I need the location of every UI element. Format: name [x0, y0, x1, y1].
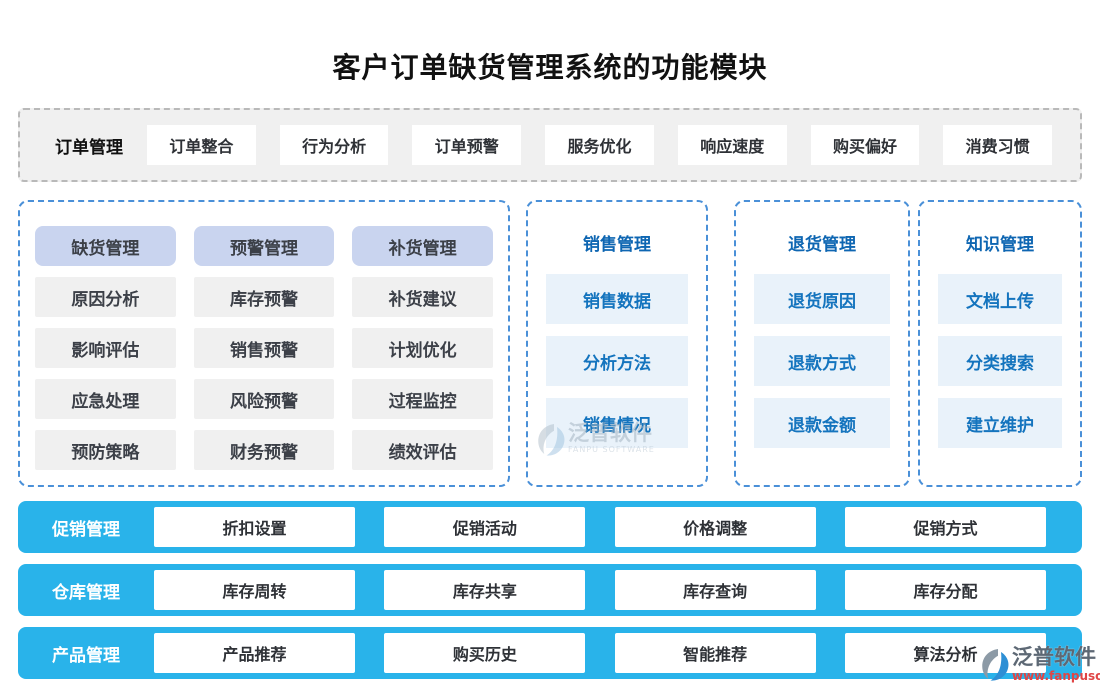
node-refund-amount: 退款金额: [754, 398, 890, 448]
node-risk-warning: 风险预警: [193, 379, 335, 419]
product-bar-label: 产品管理: [52, 645, 120, 666]
page-title: 客户订单缺货管理系统的功能模块: [332, 51, 768, 84]
warehouse-bar-label: 仓库管理: [52, 582, 120, 603]
node-consumption-habit: 消费习惯: [943, 125, 1053, 165]
node-return-reason: 退货原因: [754, 274, 890, 324]
node-smart-recommendation: 智能推荐: [614, 633, 816, 673]
node-process-monitoring: 过程监控: [352, 379, 493, 419]
node-behavior-analysis: 行为分析: [279, 125, 389, 165]
product-management-bar: 产品管理 产品推荐 购买历史 智能推荐 算法分析: [18, 627, 1082, 679]
node-document-upload: 文档上传: [938, 274, 1062, 324]
knowledge-management-panel: 知识管理 文档上传 分类搜索 建立维护: [918, 200, 1082, 487]
node-purchase-preference: 购买偏好: [810, 125, 920, 165]
node-replenishment-suggestion: 补货建议: [352, 277, 493, 317]
node-emergency-handling: 应急处理: [35, 379, 176, 419]
sales-management-panel: 销售管理 销售数据 分析方法 销售情况: [526, 200, 708, 487]
header-sales-management: 销售管理: [583, 234, 651, 255]
node-promotion-method: 促销方式: [844, 507, 1046, 547]
node-discount-setting: 折扣设置: [154, 507, 355, 547]
node-price-adjustment: 价格调整: [614, 507, 816, 547]
node-inventory-sharing: 库存共享: [384, 570, 586, 610]
warehouse-management-bar: 仓库管理 库存周转 库存共享 库存查询 库存分配: [18, 564, 1082, 616]
node-sales-situation: 销售情况: [546, 398, 688, 448]
header-return-management: 退货管理: [788, 234, 856, 255]
node-response-speed: 响应速度: [677, 125, 787, 165]
order-management-strip: 订单管理 订单整合 行为分析 订单预警 服务优化 响应速度 购买偏好 消费习惯: [18, 108, 1082, 182]
header-warning-management: 预警管理: [193, 226, 335, 266]
node-promotion-activity: 促销活动: [384, 507, 586, 547]
header-knowledge-management: 知识管理: [966, 234, 1034, 255]
header-replenishment-management: 补货管理: [352, 226, 493, 266]
node-purchase-history: 购买历史: [384, 633, 586, 673]
node-product-recommendation: 产品推荐: [154, 633, 355, 673]
node-inventory-turnover: 库存周转: [154, 570, 355, 610]
node-sales-warning: 销售预警: [193, 328, 335, 368]
node-impact-evaluation: 影响评估: [35, 328, 176, 368]
node-inventory-allocation: 库存分配: [844, 570, 1046, 610]
node-cause-analysis: 原因分析: [35, 277, 176, 317]
promotion-management-bar: 促销管理 折扣设置 促销活动 价格调整 促销方式: [18, 501, 1082, 553]
node-inventory-warning: 库存预警: [193, 277, 335, 317]
shortage-matrix-panel: 缺货管理 预警管理 补货管理 原因分析 库存预警 补货建议 影响评估 销售预警 …: [18, 200, 510, 487]
node-inventory-query: 库存查询: [614, 570, 816, 610]
node-order-warning: 订单预警: [412, 125, 522, 165]
header-shortage-management: 缺货管理: [35, 226, 176, 266]
node-refund-method: 退款方式: [754, 336, 890, 386]
node-plan-optimization: 计划优化: [352, 328, 493, 368]
node-build-maintain: 建立维护: [938, 398, 1062, 448]
promotion-bar-label: 促销管理: [52, 519, 120, 540]
node-service-optimization: 服务优化: [545, 125, 654, 165]
order-row-buttons: 订单整合 行为分析 订单预警 服务优化 响应速度 购买偏好 消费习惯: [147, 125, 1053, 165]
node-sales-data: 销售数据: [546, 274, 688, 324]
node-analysis-method: 分析方法: [546, 336, 688, 386]
node-finance-warning: 财务预警: [193, 430, 335, 470]
node-order-integration: 订单整合: [147, 125, 256, 165]
node-performance-evaluation: 绩效评估: [352, 430, 493, 470]
order-row-label: 订单管理: [55, 137, 123, 158]
node-algorithm-analysis: 算法分析: [844, 633, 1046, 673]
node-category-search: 分类搜索: [938, 336, 1062, 386]
node-prevention-strategy: 预防策略: [35, 430, 176, 470]
return-management-panel: 退货管理 退货原因 退款方式 退款金额: [734, 200, 910, 487]
